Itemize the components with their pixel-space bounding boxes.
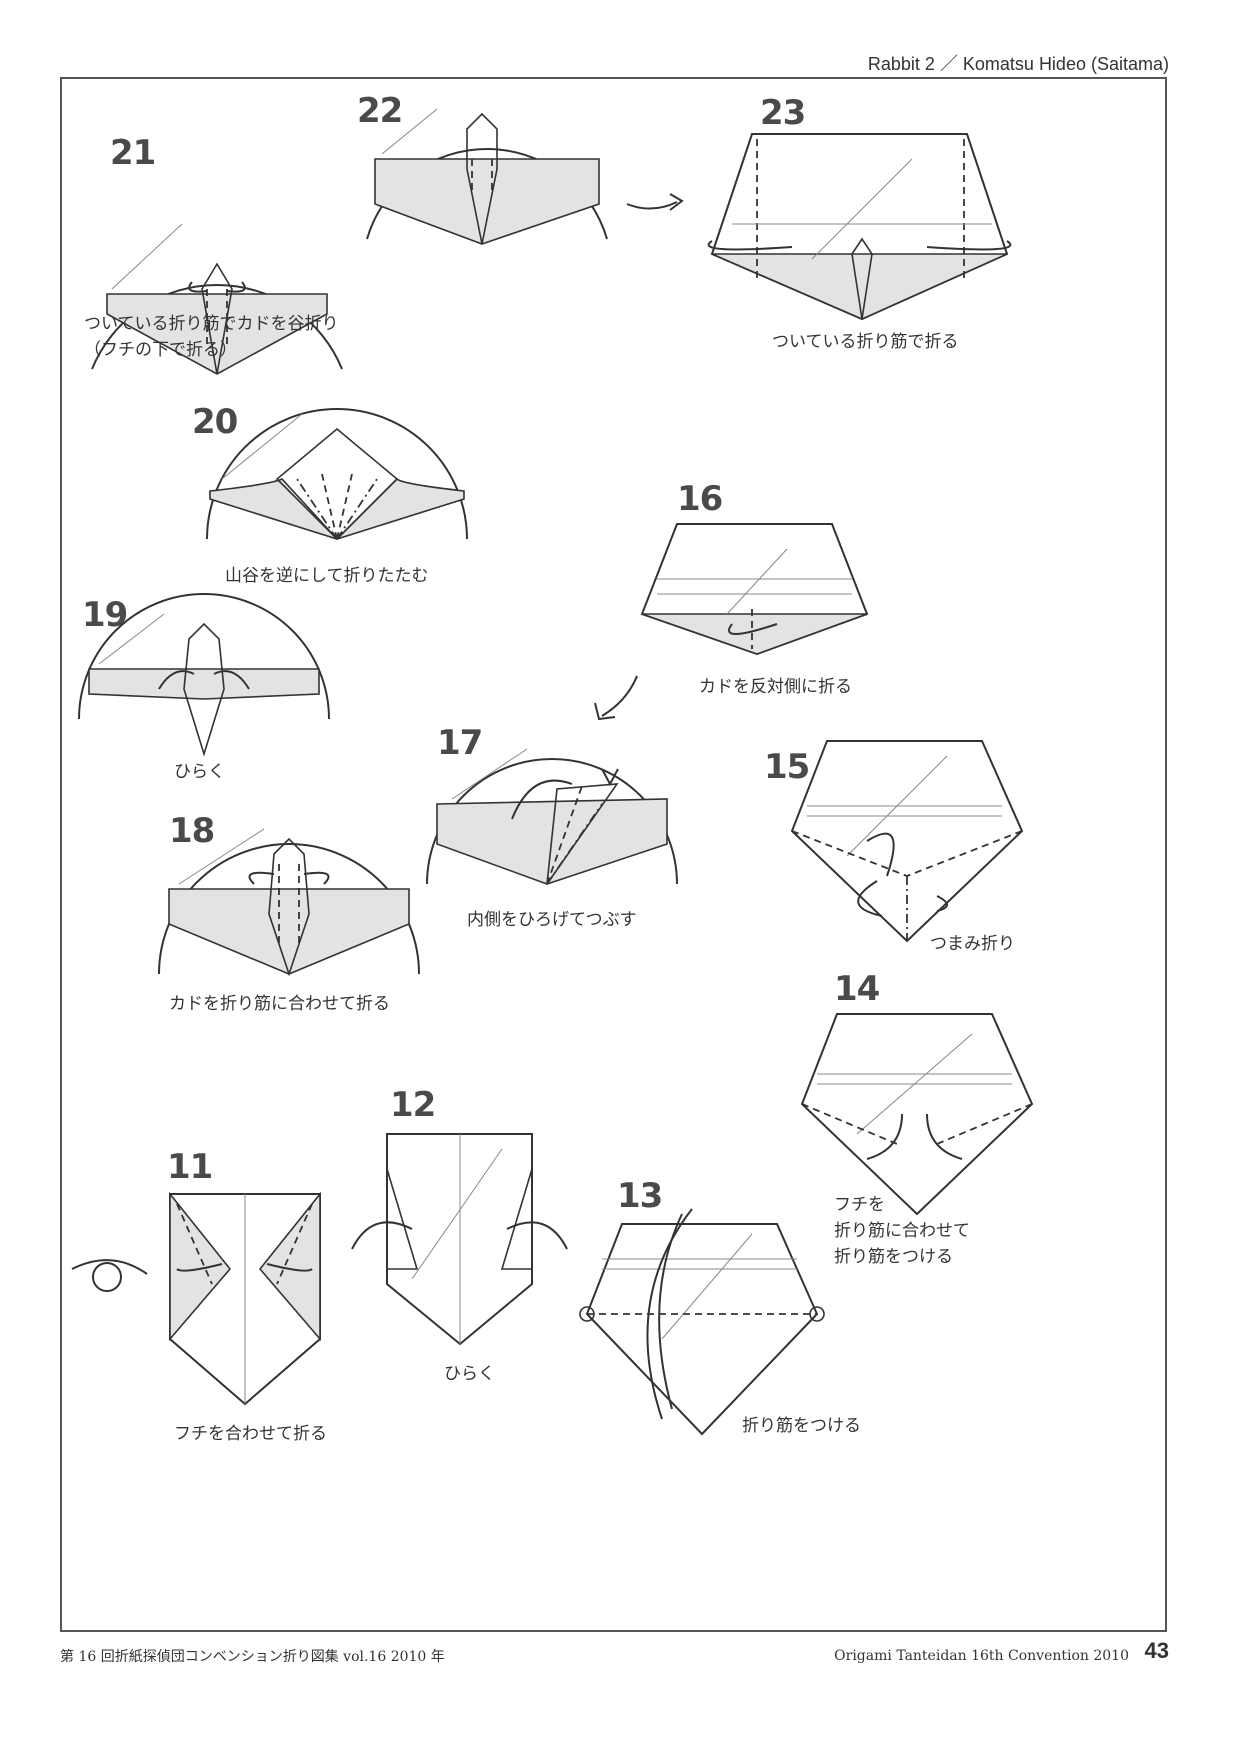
step-20-caption: 山谷を逆にして折りたたむ	[225, 566, 429, 586]
step-11-caption: フチを合わせて折る	[174, 1424, 327, 1444]
step-21-caption-line-1: ついている折り筋でカドを谷折り	[84, 314, 339, 334]
step-number-18: 18	[169, 811, 215, 851]
step-14-diagram	[800, 1013, 1034, 1216]
step-17-diagram	[426, 748, 678, 885]
step-14-caption-line-1: フチを	[834, 1195, 885, 1215]
step-number-12: 12	[390, 1085, 436, 1125]
step-number-22: 22	[357, 91, 403, 131]
step-20-diagram	[206, 408, 468, 541]
step-12-diagram	[351, 1133, 568, 1346]
step-12-caption: ひらく	[444, 1364, 495, 1384]
step-14-caption: フチを 折り筋に合わせて 折り筋をつける	[834, 1192, 970, 1270]
step-16-caption: カドを反対側に折る	[699, 677, 852, 697]
step-number-21: 21	[110, 133, 156, 173]
direction-arrow	[594, 675, 638, 721]
step-number-20: 20	[192, 402, 238, 442]
step-number-13: 13	[617, 1176, 663, 1216]
step-11-diagram	[71, 1191, 321, 1406]
step-15-diagram	[790, 740, 1024, 943]
footer-publication: 第 16 回折紙探偵団コンベンション折り図集 vol.16 2010 年	[60, 1649, 445, 1665]
step-18-caption: カドを折り筋に合わせて折る	[169, 994, 390, 1014]
step-21-diagram	[91, 223, 343, 375]
step-18-diagram	[158, 828, 420, 977]
step-14-caption-line-3: 折り筋をつける	[834, 1247, 953, 1267]
step-number-17: 17	[437, 723, 483, 763]
step-15-caption: つまみ折り	[930, 934, 1015, 954]
step-number-16: 16	[677, 479, 723, 519]
page-header: Rabbit 2 ／ Komatsu Hideo (Saitama)	[867, 54, 1169, 74]
step-23-caption: ついている折り筋で折る	[772, 332, 959, 352]
step-13-diagram	[579, 1208, 825, 1436]
step-21-caption-line-2: （フチの下で折る）	[84, 340, 237, 360]
step-number-14: 14	[834, 969, 880, 1009]
step-17-caption: 内側をひろげてつぶす	[467, 910, 637, 930]
step-21-caption: ついている折り筋でカドを谷折り （フチの下で折る）	[84, 311, 339, 363]
step-23-diagram	[707, 133, 1012, 321]
footer-convention: Origami Tanteidan 16th Convention 2010	[834, 1648, 1129, 1664]
diagram-frame: 21 ついている折り筋でカドを谷折り （フチの下で折る） 22 23	[60, 77, 1167, 1632]
step-13-caption: 折り筋をつける	[742, 1416, 861, 1436]
step-16-diagram	[640, 523, 869, 656]
step-number-23: 23	[760, 93, 806, 133]
step-19-caption: ひらく	[174, 762, 225, 782]
step-19-diagram	[78, 593, 330, 757]
step-22-diagram	[366, 108, 608, 245]
step-number-15: 15	[764, 747, 810, 787]
flip-arrow	[626, 193, 684, 211]
step-14-caption-line-2: 折り筋に合わせて	[834, 1221, 970, 1241]
step-number-11: 11	[167, 1147, 213, 1187]
page-number: 43	[1144, 1638, 1169, 1663]
